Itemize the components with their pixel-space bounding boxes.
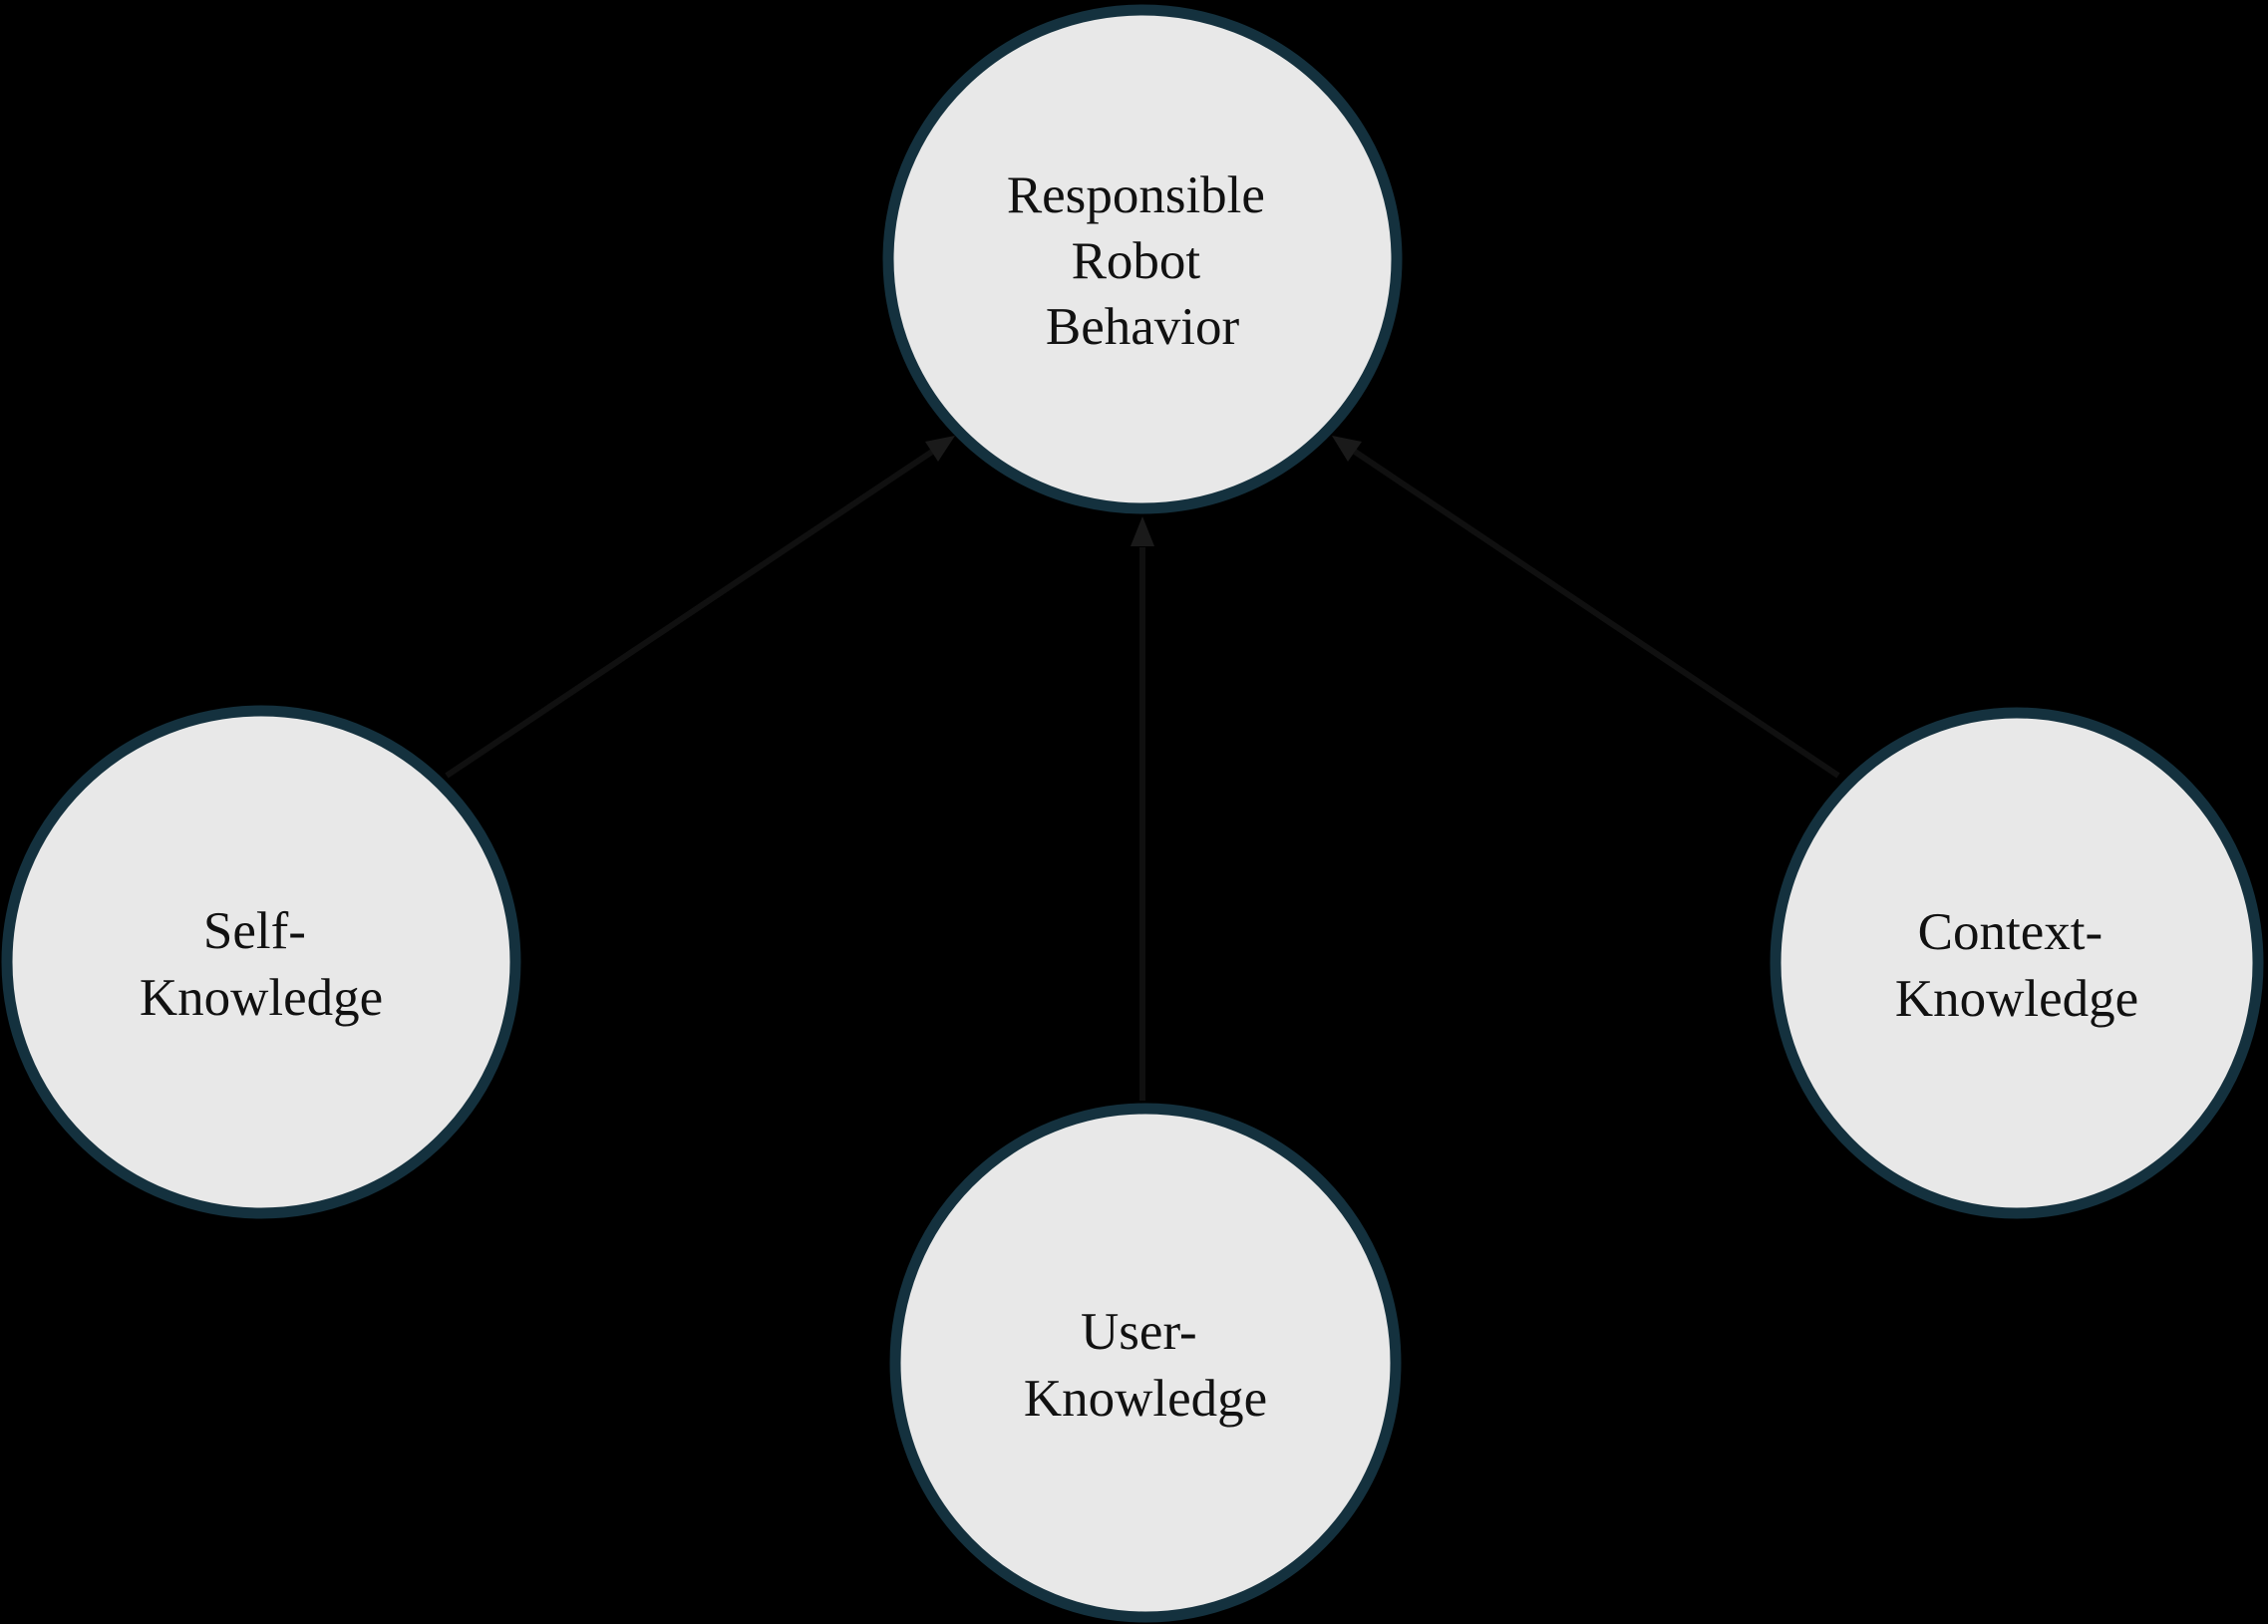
circle-user-knowledge	[889, 1103, 1402, 1623]
arrow-self-to-responsible	[445, 436, 955, 779]
arrow-context-to-responsible	[1332, 436, 1840, 779]
circle-context-knowledge	[1770, 707, 2264, 1219]
label-line: Behavior	[1046, 298, 1240, 356]
label-line: Responsible	[1007, 166, 1265, 224]
label-line: Self-	[203, 902, 306, 960]
circle-self-knowledge	[1, 705, 521, 1219]
arrow-shaft	[1353, 449, 1840, 779]
arrow-user-to-responsible	[1131, 516, 1154, 1101]
label-context-knowledge: Context- Knowledge	[1895, 903, 2138, 1028]
arrow-head	[1131, 516, 1154, 546]
label-line: Knowledge	[1895, 970, 2138, 1028]
label-line: Robot	[1072, 232, 1201, 290]
arrow-head	[1332, 436, 1362, 462]
label-line: Knowledge	[140, 969, 383, 1027]
label-self-knowledge: Self- Knowledge	[140, 902, 383, 1027]
label-responsible-robot-behavior: Responsible Robot Behavior	[1007, 166, 1278, 356]
label-line: User-	[1081, 1303, 1197, 1361]
label-user-knowledge: User- Knowledge	[1024, 1303, 1267, 1428]
label-line: Knowledge	[1024, 1370, 1267, 1428]
arrow-shaft	[445, 449, 934, 779]
arrow-head	[925, 436, 955, 462]
circle-responsible-robot-behavior	[882, 4, 1403, 514]
label-line: Context-	[1918, 903, 2103, 961]
